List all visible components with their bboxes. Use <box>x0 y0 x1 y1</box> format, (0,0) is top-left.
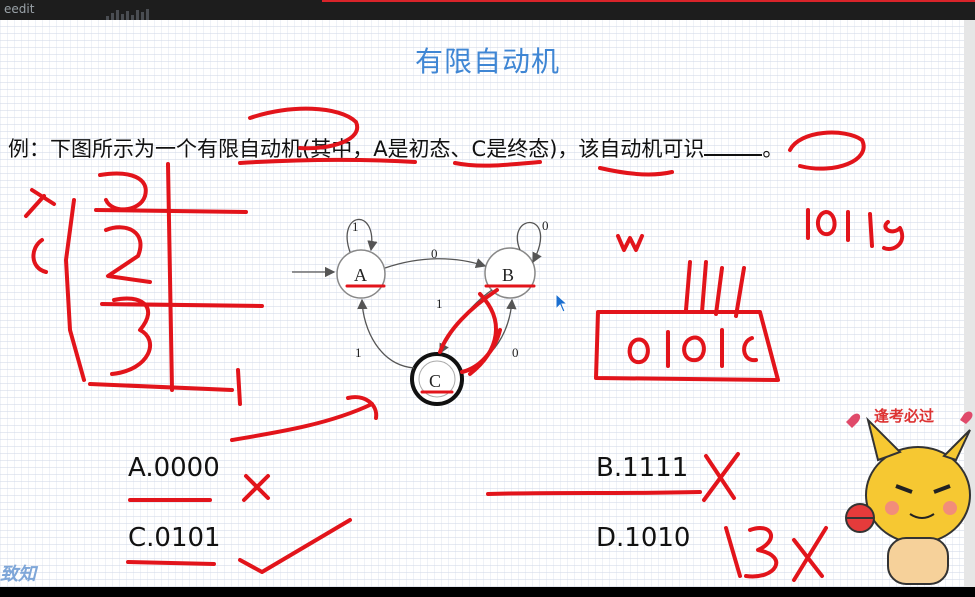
bottom-bar <box>0 587 975 597</box>
question-prefix: 例：下图所示为一个有限自动机(其中，A是初态、C是终态)，该自动机可识 <box>8 137 705 161</box>
ink-underline-2 <box>453 160 542 168</box>
ink-1111 <box>684 260 746 318</box>
option-b[interactable]: B.1111 <box>596 453 689 483</box>
state-c-label: C <box>429 371 441 391</box>
mascot-image <box>845 411 973 585</box>
ink-underline-3 <box>598 166 674 177</box>
right-scrollbar[interactable] <box>964 20 975 587</box>
question-text: 例：下图所示为一个有限自动机(其中，A是初态、C是终态)，该自动机可识 。 <box>8 133 783 163</box>
progress-line <box>322 0 975 2</box>
ink-x-b <box>702 452 740 502</box>
top-toolbar: eedit <box>0 0 975 22</box>
ink-digit-1 <box>98 171 148 212</box>
ink-tick <box>236 368 242 406</box>
ink-dash-b <box>486 490 702 496</box>
ink-underline-1 <box>238 157 417 165</box>
ink-scribble-c <box>31 238 48 274</box>
ink-under-c-option <box>126 560 216 566</box>
ink-horizontal-lines <box>88 208 264 392</box>
ink-circle-automaton <box>248 106 360 151</box>
ink-box-0101 <box>594 310 780 382</box>
edge-b-to-c-label: 1 <box>436 296 443 311</box>
edge-c-to-b-label: 0 <box>512 345 519 360</box>
ink-digit-2 <box>104 225 152 284</box>
ink-x-d <box>792 526 828 582</box>
ink-scribble-1 <box>24 188 56 218</box>
ink-digits-0101 <box>627 328 758 368</box>
question-suffix: 。 <box>762 137 784 161</box>
ink-circle-recognize <box>788 130 866 171</box>
edge-b-self-label: 0 <box>542 218 549 233</box>
ink-digit-3 <box>110 296 152 376</box>
ink-vertical-line <box>166 162 174 392</box>
ink-101 <box>806 208 850 242</box>
option-d[interactable]: D.1010 <box>596 523 691 553</box>
signal-bars-icon <box>106 3 151 22</box>
watermark-logo: 致知 <box>0 564 36 585</box>
ink-x-a <box>242 474 270 502</box>
option-c[interactable]: C.0101 <box>128 523 221 553</box>
slide-title: 有限自动机 <box>414 45 560 78</box>
ink-hook <box>346 395 379 420</box>
ink-10 <box>868 212 904 251</box>
edge-c-to-a-label: 1 <box>355 345 362 360</box>
option-a[interactable]: A.0000 <box>128 453 220 483</box>
edge-a-to-b <box>384 258 487 269</box>
edge-a-to-b-label: 0 <box>431 246 438 261</box>
state-c-inner-ring <box>418 360 456 398</box>
ink-w <box>616 234 644 252</box>
ink-bracket <box>64 198 86 382</box>
ink-check-c <box>238 518 352 574</box>
ink-13 <box>724 526 779 579</box>
state-b-label: B <box>502 265 514 285</box>
app-label: eedit <box>4 2 35 16</box>
mouse-cursor-icon <box>555 292 569 317</box>
edge-a-self <box>346 218 378 253</box>
edge-c-to-a <box>357 298 415 369</box>
answer-blank <box>704 136 763 156</box>
edge-a-self-label: 1 <box>352 219 359 234</box>
ink-path-highlight <box>438 288 502 376</box>
ink-check-line <box>230 402 374 442</box>
state-a-label: A <box>354 265 367 285</box>
edge-b-self <box>516 221 542 264</box>
mascot-caption: 逢考必过 <box>874 407 935 425</box>
